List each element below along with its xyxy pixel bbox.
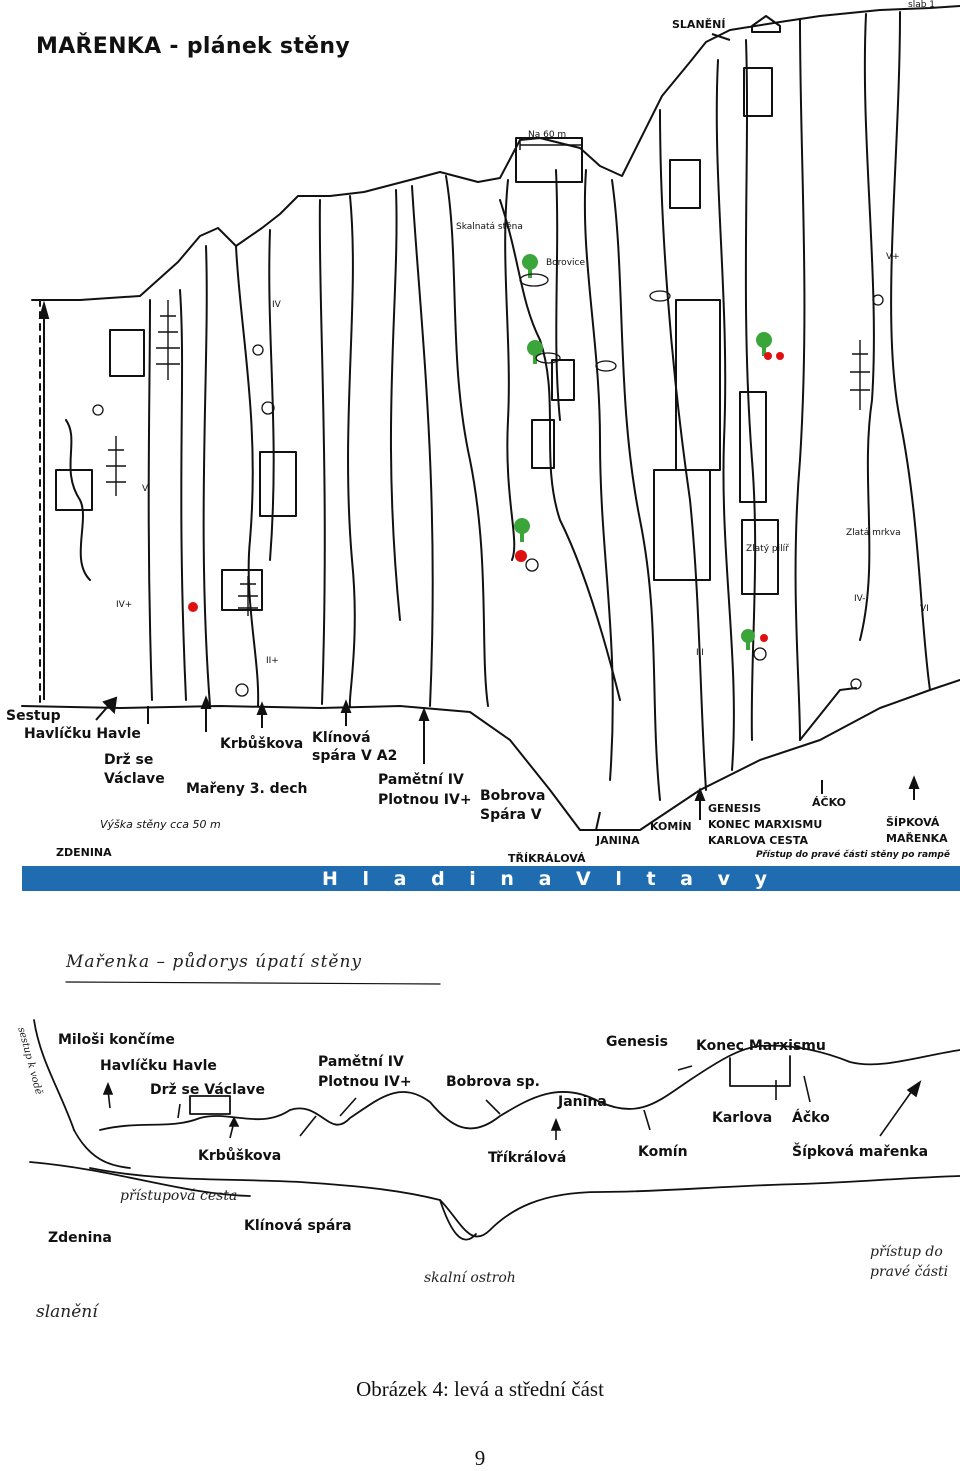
plan-label-zdenina: Zdenina — [48, 1230, 112, 1246]
tree-markers — [514, 254, 772, 650]
topo-sketch — [21, 5, 960, 831]
plan-label-klinova: Klínová spára — [244, 1218, 352, 1234]
plan-note-pristup-2: pravé části — [870, 1264, 949, 1280]
label-karlova-cesta: KARLOVA CESTA — [708, 834, 808, 847]
label-klinova-spara: spára V A2 — [312, 748, 398, 764]
label-skalnata-stena: Skalnatá stěna — [456, 222, 523, 232]
label-konec-marxismu: KONEC MARXISMU — [708, 818, 823, 831]
plan-label-bobrova: Bobrova sp. — [446, 1074, 540, 1090]
plan-label-komin: Komín — [638, 1144, 688, 1160]
label-bobrova-spara: Spára V — [480, 807, 542, 823]
label-krbuskova: Krbůškova — [220, 736, 304, 752]
wall-skyline — [31, 5, 960, 301]
plan-note-pristupova: přístupová cesta — [120, 1188, 238, 1204]
label-vaclave: Václave — [104, 771, 165, 787]
grade-mark: IV+ — [116, 600, 133, 610]
plan-note-pristup-1: přístup do — [870, 1244, 943, 1260]
grade-mark: VI — [920, 604, 929, 614]
plan-title: Mařenka – půdorys úpatí stěny — [66, 952, 363, 972]
plan-label-pametni: Pamětní IV — [318, 1054, 404, 1070]
label-drz-se: Drž se — [104, 752, 154, 768]
ground-plan-figure: Mařenka – půdorys úpatí stěny Miloši kon… — [0, 930, 960, 1350]
plan-label-karlova: Karlova — [712, 1110, 773, 1126]
label-borovice: Borovice — [546, 258, 586, 268]
plan-label-drz: Drž se Václave — [150, 1082, 265, 1098]
label-slaneni: SLANĚNÍ — [672, 18, 726, 31]
label-zlata-mrkva: Zlatá mrkva — [846, 528, 901, 538]
label-zlaty-pilir: Zlatý pilíř — [746, 544, 789, 554]
grade-mark: V — [142, 484, 149, 494]
water-level-band: H l a d i n a V l t a v y — [22, 866, 960, 891]
plan-label-janina: Janina — [558, 1094, 607, 1110]
label-na60m: Na 60 m — [528, 130, 567, 140]
page-number: 9 — [474, 1446, 486, 1470]
label-wall-height: Výška stěny cca 50 m — [100, 818, 221, 831]
plan-note-skalni: skalní ostroh — [424, 1270, 516, 1286]
topo-title: MAŘENKA - plánek stěny — [36, 34, 350, 59]
label-acko: ÁČKO — [812, 796, 846, 809]
label-bobrova: Bobrova — [480, 788, 546, 804]
figure-caption: Obrázek 4: levá a střední část — [356, 1377, 604, 1401]
label-access-right: Přístup do pravé části stěny po rampě — [756, 850, 950, 860]
label-janina: JANINA — [596, 834, 640, 847]
plan-label-milosi: Miloši končíme — [58, 1032, 175, 1048]
plan-label-konec-marxismu: Konec Marxismu — [696, 1038, 826, 1054]
label-sestup: Sestup — [6, 708, 61, 724]
plan-sketch — [29, 981, 960, 1241]
label-pametni: Pamětní IV — [378, 772, 464, 788]
label-havlicku-havle: Havlíčku Havle — [24, 726, 141, 742]
water-level-label: H l a d i n a V l t a v y — [322, 868, 776, 890]
label-trikralova: TŘÍKRÁLOVÁ — [508, 852, 586, 865]
plan-label-krbuskova: Krbůškova — [198, 1148, 282, 1164]
grade-mark: II+ — [266, 656, 279, 666]
plan-note-slaneni: slanění — [36, 1302, 98, 1322]
label-mareny-3-dech: Mařeny 3. dech — [186, 781, 308, 797]
label-komin: KOMÍN — [650, 820, 692, 833]
label-sign: slab 1 — [908, 0, 936, 10]
label-klinova: Klínová — [312, 730, 371, 746]
belay-markers — [188, 352, 784, 642]
plan-label-trikralova: Tříkrálová — [488, 1150, 567, 1166]
grade-mark: IV- — [854, 594, 866, 604]
plan-label-plotnou: Plotnou IV+ — [318, 1074, 412, 1090]
plan-label-sipkova: Šípková mařenka — [792, 1144, 929, 1160]
wall-base — [21, 679, 960, 831]
plan-label-genesis: Genesis — [606, 1034, 668, 1050]
label-zdenina: ZDENINA — [56, 846, 112, 859]
plan-label-havlicku: Havlíčku Havle — [100, 1058, 217, 1074]
label-marenka: MAŘENKA — [886, 832, 948, 845]
grade-mark: III — [696, 648, 704, 658]
wall-topo-figure: MAŘENKA - plánek stěny SLANĚNÍ slab 1 Na… — [6, 0, 960, 891]
label-sipkova: ŠÍPKOVÁ — [886, 816, 940, 829]
plan-label-acko: Áčko — [792, 1110, 830, 1126]
label-plotnou: Plotnou IV+ — [378, 792, 472, 808]
label-genesis: GENESIS — [708, 802, 762, 815]
grade-mark: V+ — [886, 252, 900, 262]
grade-mark: IV — [272, 300, 281, 310]
